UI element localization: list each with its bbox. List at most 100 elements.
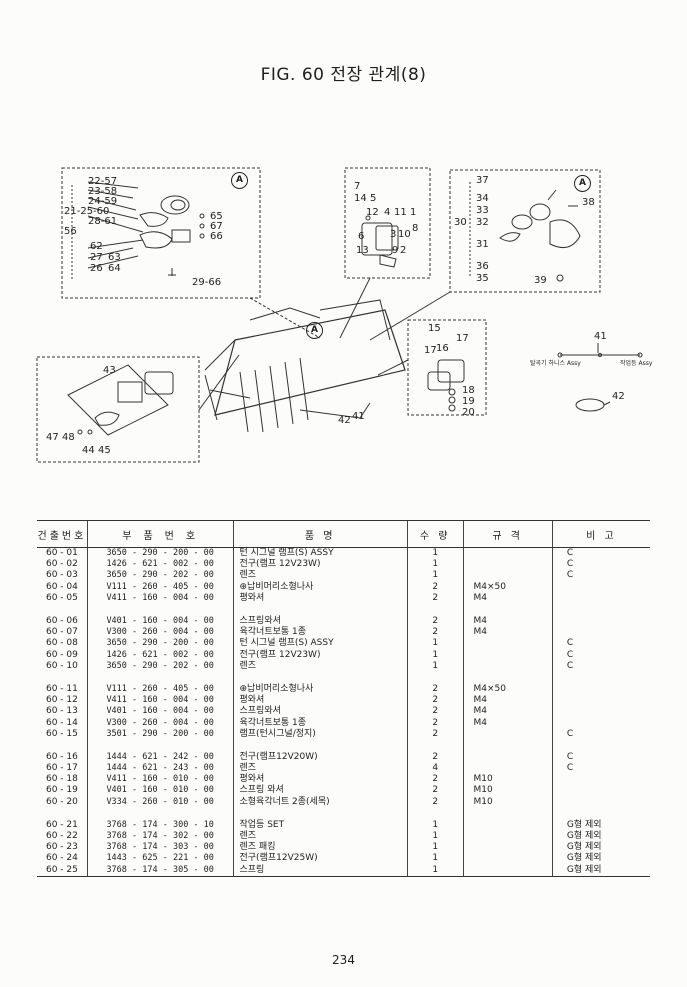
cell-part-name: 전구(램프 12V23W): [232, 649, 408, 661]
callout-31: 31: [476, 239, 489, 250]
cell-ref-number: 60 - 04: [45, 581, 78, 592]
cell-quantity: 2: [406, 627, 463, 639]
cell-remarks: G형 제외: [551, 819, 650, 831]
cell-part-name: 렌즈 패킹: [232, 842, 408, 854]
cell-ref-number: 60 - 02: [45, 559, 78, 570]
callout-22-57: 22-57: [88, 176, 118, 187]
spacer-cell: [232, 807, 408, 820]
cell-part-name: 스프링와셔: [232, 615, 408, 628]
callout-34: 34: [476, 193, 489, 204]
cell-quantity: 2: [406, 695, 463, 707]
cell-quantity: 1: [406, 570, 463, 582]
cell-ref-number: 60 - 25: [37, 864, 88, 877]
harness-label-left: 탈곡기 하니스 Assy: [530, 360, 581, 367]
page-number: 234: [332, 953, 355, 967]
cell-quantity: 2: [406, 683, 463, 696]
cell-part-number: 1443 - 625 - 221 - 00: [86, 853, 233, 865]
cell-remarks: C: [551, 547, 650, 560]
cell-part-name: 턴 시그널 램프(S) ASSY: [232, 547, 408, 560]
callout-17b: 17: [456, 333, 469, 344]
cell-spec: M4: [462, 695, 553, 707]
cell-spec: [462, 864, 553, 877]
cell-remarks: [551, 717, 650, 729]
cell-quantity: 2: [406, 615, 463, 628]
panel-lamp-frame: [36, 356, 200, 463]
cell-ref-number: 60 - 01: [45, 548, 78, 559]
spacer-cell: [406, 739, 463, 752]
cell-quantity: 1: [406, 559, 463, 571]
callout-12: 12: [366, 207, 379, 218]
cell-remarks: [551, 785, 650, 797]
page-title: FIG. 60 전장 관계(8): [260, 65, 427, 85]
callout-19: 19: [462, 396, 475, 407]
spacer-cell: [462, 603, 553, 616]
spacer-cell: [86, 603, 233, 616]
callout-36: 36: [476, 261, 489, 272]
cell-part-name: 육각너트보통 1종: [232, 717, 408, 729]
cell-part-name: ⊕납비머리소형나사: [232, 683, 408, 696]
cell-ref-number: 60 - 22: [45, 831, 78, 842]
callout-33: 33: [476, 205, 489, 216]
callout-21-25-60: 21-25-60: [64, 206, 110, 217]
callout-44: 44: [82, 445, 95, 456]
spacer-cell: [232, 671, 408, 684]
spacer-cell: [86, 807, 233, 820]
spacer-cell: [551, 807, 650, 820]
cell-part-name: 전구(램프 12V23W): [232, 559, 408, 571]
callout-9: 9: [392, 245, 399, 256]
callout-13: 13: [356, 245, 369, 256]
cell-spec: [462, 547, 553, 560]
callout-11: 11: [394, 207, 407, 218]
cell-part-name: 렌즈: [232, 570, 408, 582]
exploded-parts-diagram: 22-57 23-58 24-59 21-25-60 28-61 56 62 2…: [0, 160, 687, 490]
spacer-cell: [232, 603, 408, 616]
cell-ref-number: 60 - 06: [45, 616, 78, 627]
cell-part-name: 소형육각너트 2종(세목): [232, 796, 408, 808]
cell-ref-number: 60 - 11: [45, 683, 78, 694]
cell-quantity: 1: [406, 864, 463, 877]
cell-part-name: 스프링: [232, 864, 408, 877]
cell-ref-number: 60 - 13: [45, 706, 78, 717]
callout-7: 7: [354, 181, 361, 192]
callout-67: 67: [210, 221, 223, 232]
cell-part-name: 전구(램프12V25W): [232, 853, 408, 865]
callout-3: 3: [390, 229, 397, 240]
cell-part-number: 1444 - 621 - 243 - 00: [86, 763, 233, 775]
cell-quantity: 1: [406, 638, 463, 650]
cell-quantity: 1: [406, 819, 463, 831]
callout-24-59: 24-59: [88, 196, 118, 207]
spacer-cell: [406, 671, 463, 684]
callout-16: 16: [436, 343, 449, 354]
cell-quantity: 2: [406, 592, 463, 604]
cell-part-number: V411 - 160 - 010 - 00: [86, 774, 233, 786]
cell-spec: M10: [462, 774, 553, 786]
cell-ref-number: 60 - 16: [45, 751, 78, 762]
callout-35: 35: [476, 273, 489, 284]
cell-part-number: 3650 - 290 - 202 - 00: [86, 570, 233, 582]
cell-part-name: 스프링와셔: [232, 706, 408, 718]
cell-ref-number: 60 - 20: [45, 796, 78, 807]
spacer-cell: [551, 671, 650, 684]
cell-part-name: 턴 시그널 램프(S) ASSY: [232, 638, 408, 650]
cell-remarks: G형 제외: [551, 853, 650, 865]
cell-quantity: 1: [406, 842, 463, 854]
cell-quantity: 1: [406, 547, 463, 560]
callout-29-66: 29-66: [192, 277, 222, 288]
cell-part-number: V401 - 160 - 004 - 00: [86, 706, 233, 718]
cell-part-number: V111 - 260 - 405 - 00: [86, 683, 233, 696]
cell-part-number: 3768 - 174 - 305 - 00: [86, 864, 233, 877]
cell-part-number: V411 - 160 - 004 - 00: [86, 592, 233, 604]
cell-quantity: 4: [406, 763, 463, 775]
cell-remarks: C: [551, 751, 650, 763]
cell-quantity: 2: [406, 774, 463, 786]
cell-ref-number: 60 - 09: [45, 649, 78, 660]
callout-32: 32: [476, 217, 489, 228]
header-remarks: 비 고: [551, 520, 650, 548]
cell-ref-number: 60 - 23: [45, 842, 78, 853]
spacer-cell: [406, 807, 463, 820]
